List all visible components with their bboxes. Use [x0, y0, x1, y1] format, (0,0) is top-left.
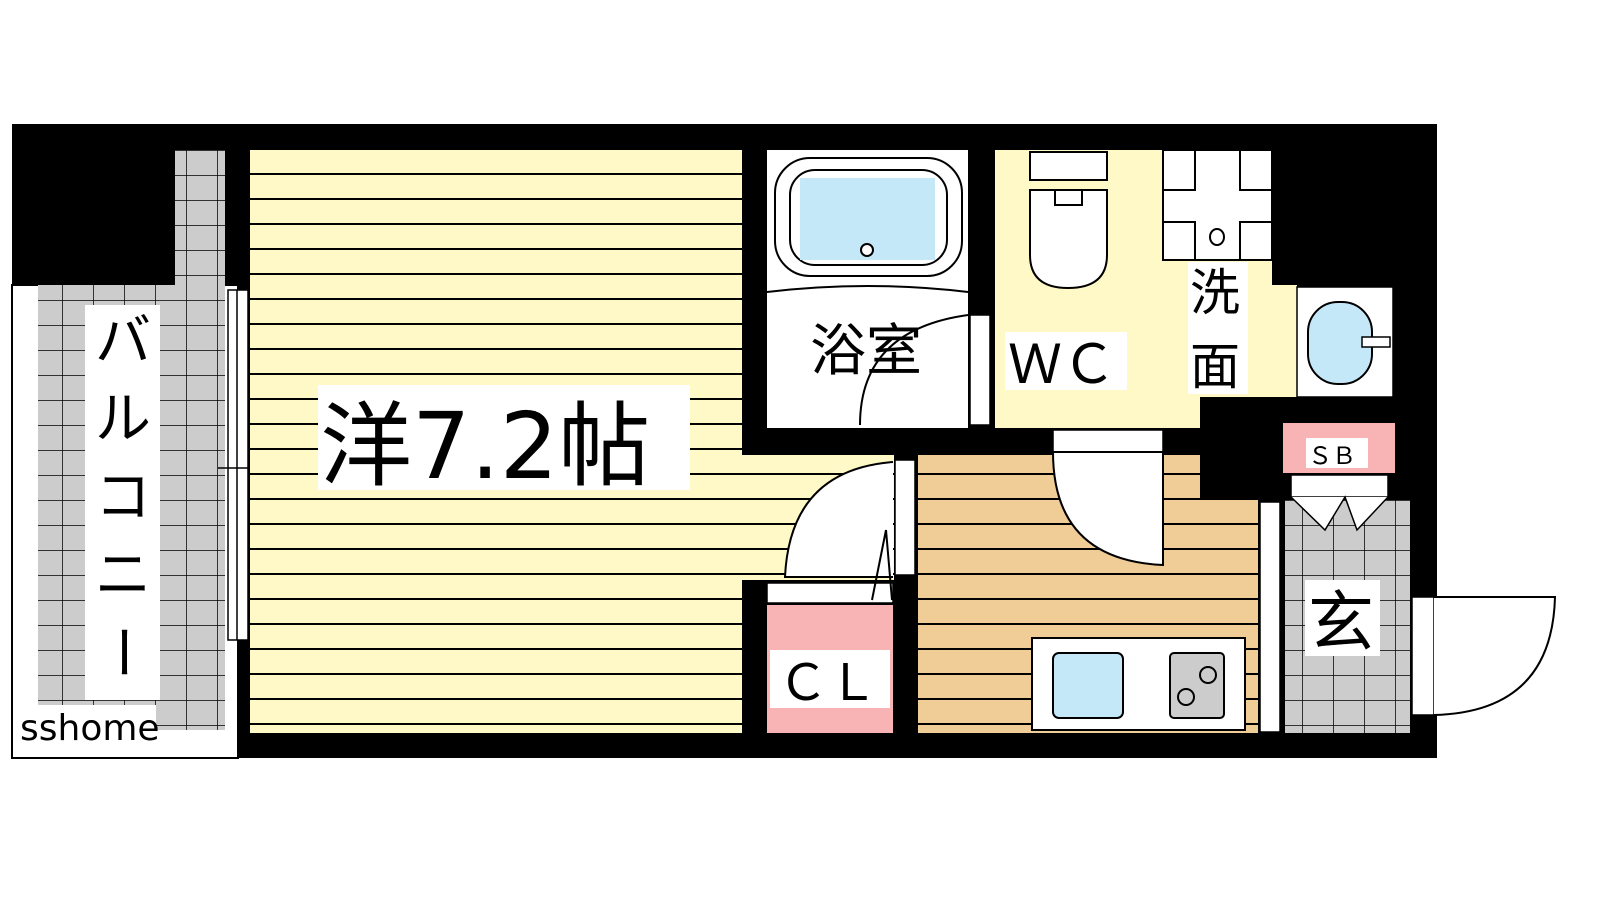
balcony-char: ニ: [95, 543, 151, 608]
bath-door-swing: [859, 314, 969, 426]
room-door: [783, 459, 916, 578]
entrance-door: [1411, 596, 1557, 716]
kitchen-counter: [1031, 637, 1246, 731]
balcony-char: コ: [95, 465, 151, 530]
room-label-wash-1: 洗: [1190, 264, 1240, 322]
toilet-washroom: ＷＣ 洗 面: [995, 149, 1394, 428]
balcony-char: バ: [95, 309, 151, 374]
wc-door: [1051, 429, 1164, 567]
toilet-icon: [1029, 151, 1108, 290]
sink-icon: [1296, 286, 1394, 398]
room-label-entrance: 玄: [1308, 584, 1374, 661]
balcony-char: ル: [95, 387, 151, 452]
kitchen: [918, 429, 1258, 733]
room-label-wash-2: 面: [1190, 338, 1240, 396]
closet: ＣＬ: [766, 529, 894, 733]
label-shoe-box: ＳＢ: [1308, 442, 1356, 470]
bathroom: 浴室: [766, 150, 991, 428]
washing-machine-space: [1162, 149, 1273, 261]
kitchen-sink-icon: [1052, 652, 1124, 719]
balcony-window: [218, 289, 262, 641]
bath-door: [969, 314, 991, 426]
entrance: ＳＢ 玄: [1259, 423, 1557, 733]
balcony: バ ル コ ニ ー sshome: [11, 150, 239, 759]
watermark-text: sshome: [20, 708, 160, 749]
balcony-char: ー: [89, 624, 154, 680]
room-label-closet: ＣＬ: [778, 654, 878, 712]
room-label-wc: ＷＣ: [1008, 333, 1116, 396]
room-label-bathroom: 浴室: [810, 319, 922, 384]
stove-icon: [1169, 652, 1225, 719]
room-label-western: 洋7.2帖: [320, 393, 650, 500]
